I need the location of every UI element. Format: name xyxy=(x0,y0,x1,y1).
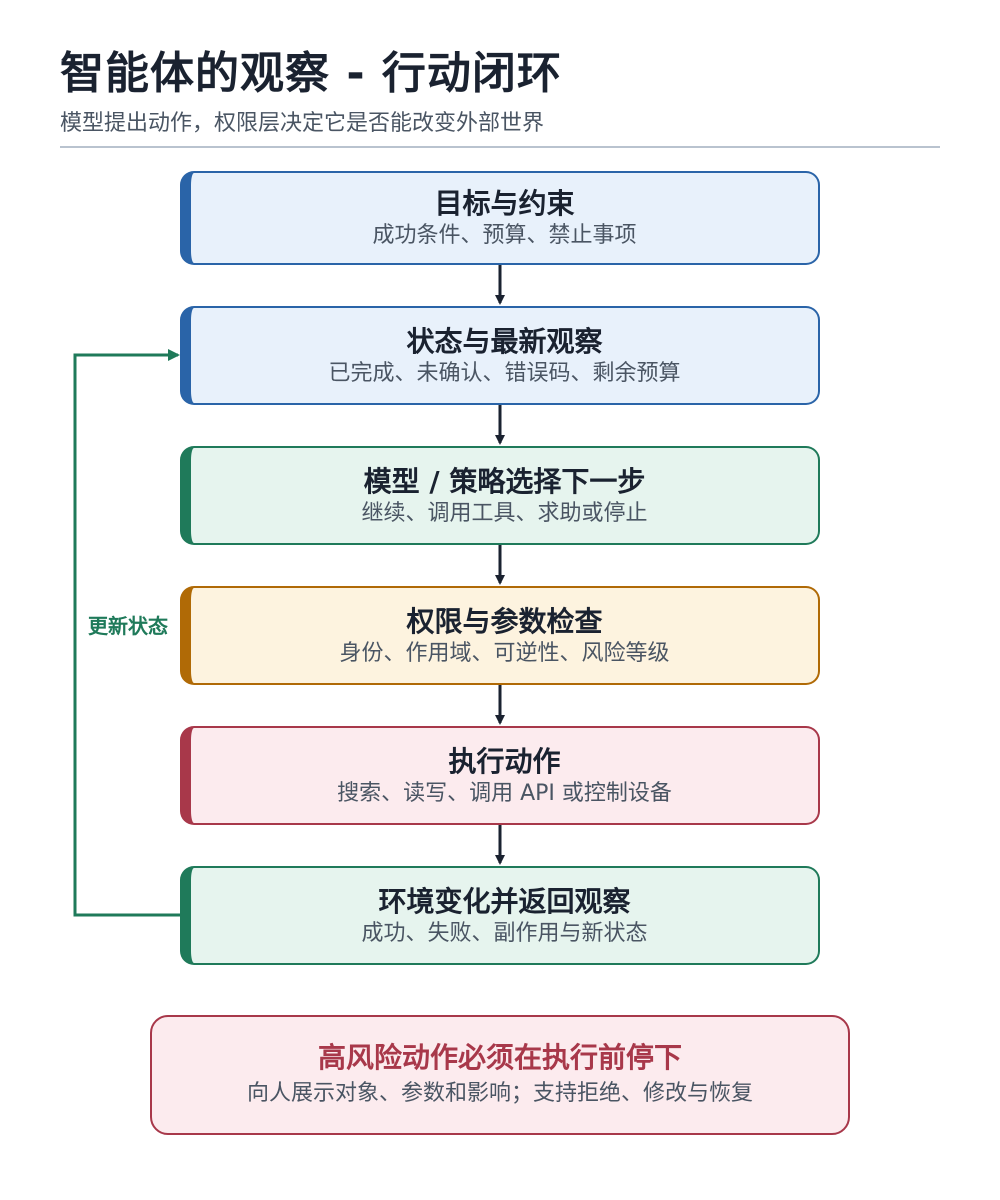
title-divider xyxy=(60,146,940,148)
step-title: 状态与最新观察 xyxy=(406,324,603,358)
step-goal-constraints: 目标与约束 成功条件、预算、禁止事项 xyxy=(180,171,820,265)
step-title: 环境变化并返回观察 xyxy=(378,884,631,918)
step-title: 执行动作 xyxy=(448,744,561,778)
step-execute-action: 执行动作 搜索、读写、调用 API 或控制设备 xyxy=(180,726,820,825)
step-description: 搜索、读写、调用 API 或控制设备 xyxy=(337,780,672,806)
step-state-observation: 状态与最新观察 已完成、未确认、错误码、剩余预算 xyxy=(180,306,820,405)
step-permission-check: 权限与参数检查 身份、作用域、可逆性、风险等级 xyxy=(180,586,820,685)
page-title: 智能体的观察 - 行动闭环 xyxy=(60,48,562,99)
step-title: 模型 / 策略选择下一步 xyxy=(363,464,646,498)
warning-callout: 高风险动作必须在执行前停下 向人展示对象、参数和影响；支持拒绝、修改与恢复 xyxy=(150,1015,850,1135)
warning-title: 高风险动作必须在执行前停下 xyxy=(317,1041,682,1074)
step-title: 目标与约束 xyxy=(434,187,575,220)
step-policy-select: 模型 / 策略选择下一步 继续、调用工具、求助或停止 xyxy=(180,446,820,545)
step-description: 成功条件、预算、禁止事项 xyxy=(372,223,637,248)
loop-label: 更新状态 xyxy=(88,614,168,638)
page-subtitle: 模型提出动作，权限层决定它是否能改变外部世界 xyxy=(60,111,545,136)
step-description: 已完成、未确认、错误码、剩余预算 xyxy=(328,360,681,386)
step-description: 继续、调用工具、求助或停止 xyxy=(361,500,648,526)
step-description: 身份、作用域、可逆性、风险等级 xyxy=(339,640,670,666)
feedback-loop-arrow xyxy=(73,349,180,917)
step-description: 成功、失败、副作用与新状态 xyxy=(361,920,648,946)
step-environment-feedback: 环境变化并返回观察 成功、失败、副作用与新状态 xyxy=(180,866,820,965)
step-title: 权限与参数检查 xyxy=(406,604,603,638)
warning-description: 向人展示对象、参数和影响；支持拒绝、修改与恢复 xyxy=(246,1081,753,1106)
